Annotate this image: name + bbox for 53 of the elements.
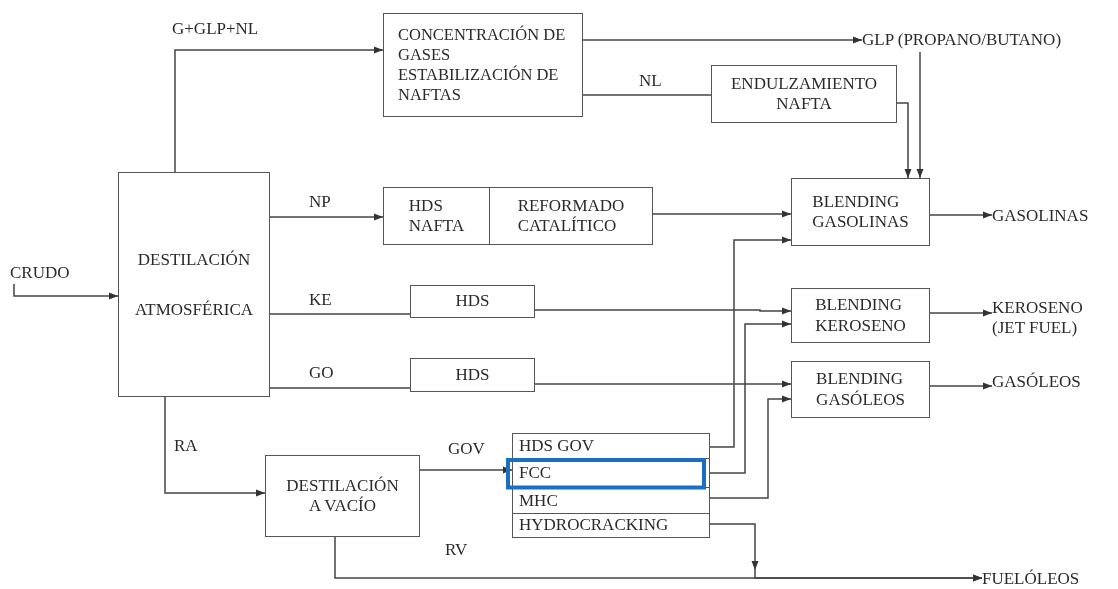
process-box <box>791 178 930 246</box>
process-box <box>791 361 930 418</box>
flow-arrow <box>709 320 792 474</box>
process-label: MHC <box>519 490 558 511</box>
stream-label: GASOLINAS <box>992 205 1089 227</box>
flow-arrow <box>916 51 924 179</box>
flow-arrow <box>582 36 863 44</box>
process-box <box>118 172 270 397</box>
stream-label: GASÓLEOS <box>992 371 1081 393</box>
stream-label: CRUDO <box>10 262 70 284</box>
flow-arrow <box>929 309 993 317</box>
flow-arrow <box>269 213 384 221</box>
flow-arrow <box>13 283 119 300</box>
process-label: BLENDING GASOLINAS <box>812 191 909 233</box>
process-label: BLENDING GASÓLEOS <box>816 369 905 410</box>
flow-arrow <box>709 395 792 499</box>
process-box <box>265 455 420 537</box>
process-label: REFORMADO CATALÍTICO <box>517 195 625 237</box>
stream-label: GLP (PROPANO/BUTANO) <box>862 29 1062 51</box>
process-label: ENDULZAMIENTO NAFTA <box>730 73 878 115</box>
flow-arrow <box>164 396 266 497</box>
process-box <box>383 187 490 245</box>
process-box <box>489 187 653 245</box>
process-box <box>711 65 897 123</box>
flow-arrow <box>419 466 513 474</box>
process-label: BLENDING KEROSENO <box>815 295 906 336</box>
process-box <box>512 433 710 460</box>
process-label: HDS <box>455 291 490 312</box>
flow-arrow <box>709 236 792 448</box>
flow-arrow <box>534 307 792 315</box>
process-label: HDS NAFTA <box>408 195 465 237</box>
flow-arrow <box>334 536 983 582</box>
flow-arrow <box>896 102 912 179</box>
process-label: HDS GOV <box>519 436 595 457</box>
flow-arrow <box>929 211 993 219</box>
process-label: HYDROCRACKING <box>519 515 669 536</box>
process-label: HDS <box>455 364 490 386</box>
flow-arrow <box>534 380 792 388</box>
process-label: DESTILACIÓN A VACÍO <box>286 475 399 517</box>
process-label: DESTILACIÓN ATMOSFÉRICA <box>134 249 254 321</box>
flow-arrow <box>929 382 993 390</box>
stream-label: FUELÓLEOS <box>982 568 1080 589</box>
flow-arrow <box>652 210 792 218</box>
process-box <box>410 285 535 318</box>
process-box <box>410 358 535 392</box>
process-label: FCC <box>519 463 552 484</box>
process-box <box>512 513 710 538</box>
process-label: CONCENTRACIÓN DE GASES <box>398 25 567 65</box>
flow-arrow <box>174 46 384 173</box>
stream-label: KEROSENO (JET FUEL) <box>992 297 1084 339</box>
process-box <box>383 13 583 117</box>
process-box <box>791 288 930 343</box>
process-label: ESTABILIZACIÓN DE NAFTAS <box>398 65 560 105</box>
